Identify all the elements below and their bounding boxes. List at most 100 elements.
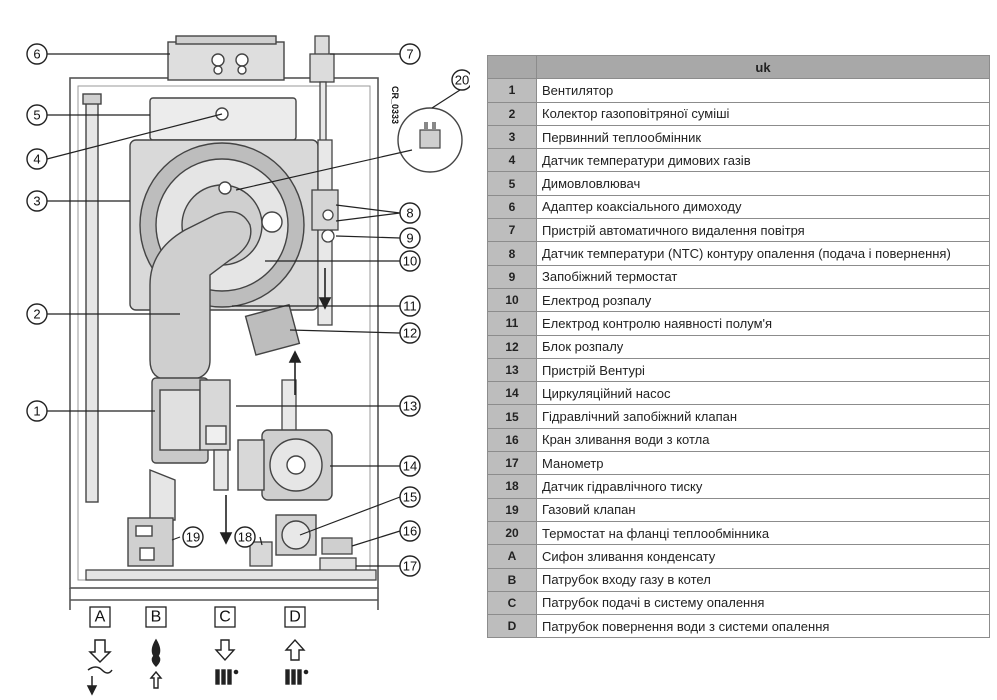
heating-flow-icon (214, 639, 239, 685)
legend-key: 1 (487, 78, 537, 103)
svg-text:20: 20 (455, 73, 469, 88)
legend-key: 13 (487, 357, 537, 383)
legend-description: Пристрій автоматичного видалення повітря (536, 218, 990, 243)
legend-key: 12 (487, 334, 537, 359)
svg-text:17: 17 (403, 559, 417, 574)
legend-key: 11 (487, 311, 537, 336)
legend-key: 18 (487, 474, 537, 499)
legend-description: Патрубок повернення води з системи опале… (536, 614, 990, 639)
svg-text:C: C (219, 609, 231, 626)
legend-key: 9 (487, 264, 537, 289)
ignition-unit (244, 303, 301, 356)
legend-description: Датчик температури (NTC) контуру опаленн… (536, 241, 990, 266)
legend-key: B (487, 567, 537, 592)
legend-key: 10 (487, 287, 537, 313)
callout-6: 6 (26, 43, 48, 65)
svg-text:11: 11 (403, 299, 417, 314)
legend-header-key (487, 54, 537, 80)
legend-description: Електрод контролю наявності полум'я (536, 311, 990, 336)
legend-description: Газовий клапан (536, 497, 990, 522)
callout-11: 11 (399, 295, 421, 317)
legend-description: Датчик температури димових газів (536, 148, 990, 173)
svg-text:4: 4 (33, 152, 40, 167)
flue-adapter (167, 35, 285, 81)
svg-text:19: 19 (186, 530, 200, 545)
legend-description: Кран зливання води з котла (536, 427, 990, 453)
legend-description: Гідравлічний запобіжний клапан (536, 404, 990, 429)
legend-description: Манометр (536, 451, 990, 476)
svg-text:18: 18 (238, 530, 252, 545)
air-vent (309, 35, 335, 143)
pressure-sensor (249, 541, 273, 567)
legend-key: 16 (487, 427, 537, 453)
legend-key: A (487, 544, 537, 569)
svg-text:14: 14 (403, 459, 417, 474)
legend-key: 3 (487, 124, 537, 150)
legend-description: Первинний теплообмінник (536, 124, 990, 150)
safety-valve (275, 514, 317, 556)
leader-lines (46, 53, 461, 567)
gas-flame-icon (149, 638, 163, 689)
drain-and-manometer (319, 537, 357, 573)
svg-text:6: 6 (33, 47, 40, 62)
flow-arrows (219, 268, 332, 545)
svg-text:D: D (289, 609, 301, 626)
svg-text:12: 12 (403, 326, 417, 341)
legend-key: 5 (487, 171, 537, 196)
callout-16: 16 (399, 520, 421, 542)
callout-5: 5 (26, 104, 48, 126)
circulating-pump (237, 429, 333, 501)
venturi (149, 379, 231, 521)
svg-text:B: B (151, 609, 162, 626)
callout-15: 15 (399, 486, 421, 508)
thermostat-inset (397, 107, 463, 173)
legend-key: 15 (487, 404, 537, 429)
legend-key: 19 (487, 497, 537, 522)
callout-19: 19 (182, 526, 204, 548)
drawing-code: CR_0333 (390, 86, 400, 124)
callout-14: 14 (399, 455, 421, 477)
connection-c: C (214, 606, 236, 628)
svg-text:1: 1 (33, 404, 40, 419)
gas-valve (127, 517, 174, 567)
callout-3: 3 (26, 190, 48, 212)
legend-description: Електрод розпалу (536, 287, 990, 313)
svg-text:16: 16 (403, 524, 417, 539)
callout-12: 12 (399, 322, 421, 344)
legend-description: Патрубок входу газу в котел (536, 567, 990, 592)
legend-description: Димовловлювач (536, 171, 990, 196)
legend-key: 4 (487, 148, 537, 173)
legend-description: Патрубок подачі в систему опалення (536, 590, 990, 616)
svg-text:15: 15 (403, 490, 417, 505)
right-pipes (281, 139, 339, 441)
legend-header-row: uk (487, 54, 990, 80)
connection-b: B (145, 606, 167, 628)
legend-key: 17 (487, 451, 537, 476)
bottom-manifold (85, 569, 377, 581)
legend-description: Пристрій Вентурі (536, 357, 990, 383)
condensate-drain-icon (86, 639, 113, 696)
legend-key: 2 (487, 101, 537, 126)
callout-10: 10 (399, 250, 421, 272)
legend-description: Циркуляційний насос (536, 381, 990, 406)
legend-description: Вентилятор (536, 78, 990, 103)
